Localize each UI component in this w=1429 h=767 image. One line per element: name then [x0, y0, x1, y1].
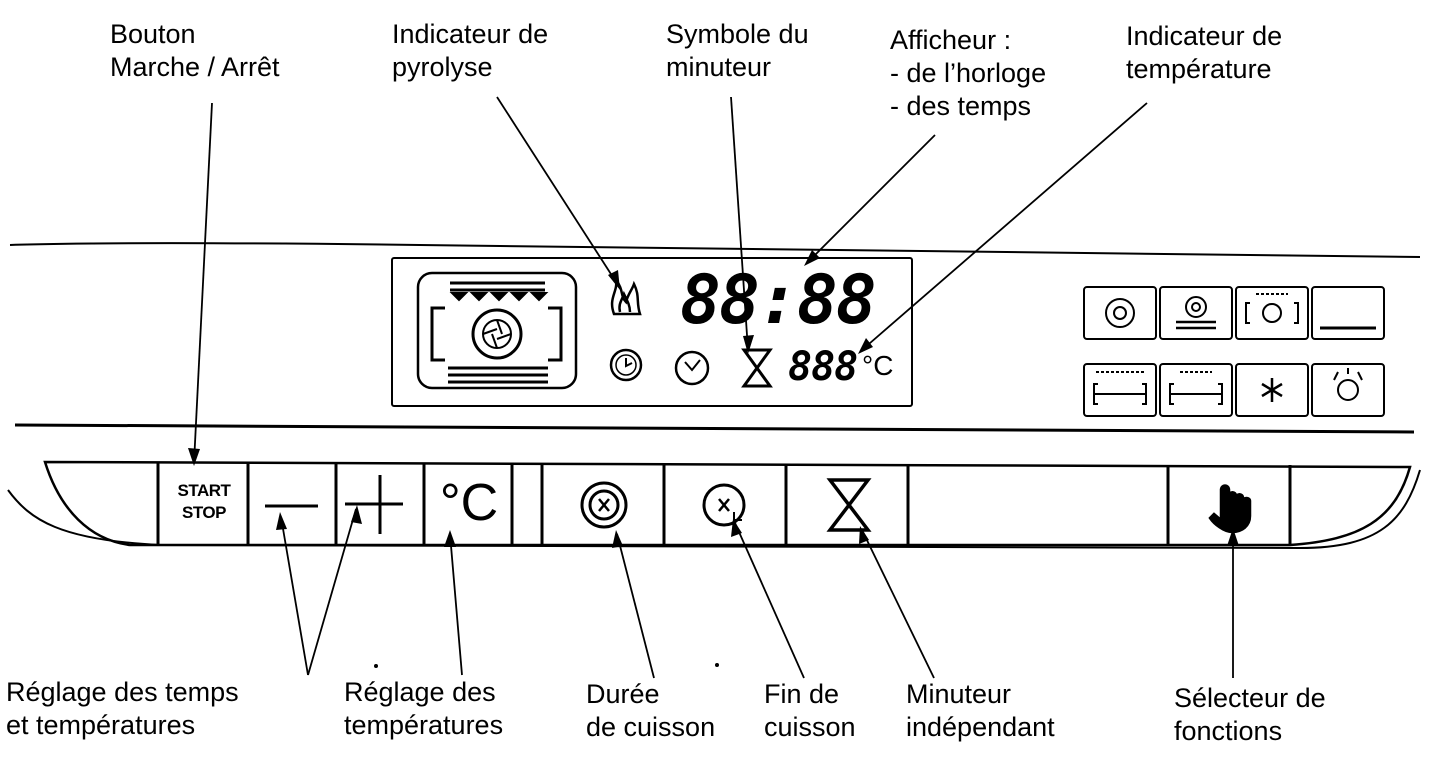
end-clock-icon	[674, 350, 710, 386]
hourglass-button-icon	[826, 478, 872, 532]
start-label: START	[177, 481, 231, 500]
hourglass-icon	[741, 348, 773, 388]
label-temperature-indicator: Indicateur de température	[1126, 21, 1283, 84]
temperature-unit: °C	[862, 350, 894, 381]
label-power-button: Bouton Marche / Arrêt	[110, 19, 280, 82]
panel-bottom-curve	[7, 469, 1421, 550]
label-pyrolysis-indicator: Indicateur de pyrolyse	[392, 19, 549, 82]
label-independent-timer: Minuteur indépendant	[906, 679, 1055, 742]
plus-button[interactable]	[338, 463, 424, 545]
function-icons-grid	[1083, 286, 1385, 417]
stop-label: STOP	[182, 503, 226, 522]
plus-icon	[345, 475, 403, 534]
oven-cavity-icon	[416, 271, 578, 390]
panel-top-edge	[9, 242, 1421, 258]
degree-celsius-label: °C	[439, 474, 499, 532]
temperature-digits: 888	[788, 344, 858, 390]
cooking-duration-icon	[580, 481, 628, 529]
label-timer-symbol: Symbole du minuteur	[666, 19, 809, 82]
label-cooking-duration: Durée de cuisson	[586, 679, 716, 742]
arrowheads	[188, 250, 1239, 548]
cooking-duration-button[interactable]	[544, 463, 664, 545]
label-time-temp-setting: Réglage des temps et températures	[6, 677, 239, 740]
minus-button[interactable]	[250, 463, 336, 545]
clock-digits: 88:88	[680, 261, 877, 340]
clock-icon-small	[609, 348, 643, 382]
temperature-button[interactable]: °C	[426, 463, 512, 545]
leader-lines	[193, 96, 1234, 679]
label-function-selector: Sélecteur de fonctions	[1174, 683, 1326, 746]
pyrolysis-flame-icon	[610, 275, 642, 316]
cooking-end-icon	[702, 483, 746, 527]
label-cooking-end: Fin de cuisson	[764, 679, 856, 742]
panel-divider	[14, 423, 1415, 434]
function-selector-button[interactable]	[1170, 463, 1290, 545]
label-display: Afficheur : - de l’horloge - des temps	[890, 25, 1047, 121]
start-stop-button[interactable]: START STOP	[160, 463, 248, 545]
cooking-end-button[interactable]	[666, 463, 786, 545]
lcd-display	[391, 257, 913, 407]
label-temp-setting: Réglage des températures	[344, 677, 504, 740]
timer-button[interactable]	[788, 463, 908, 545]
button-separators	[156, 462, 1292, 545]
